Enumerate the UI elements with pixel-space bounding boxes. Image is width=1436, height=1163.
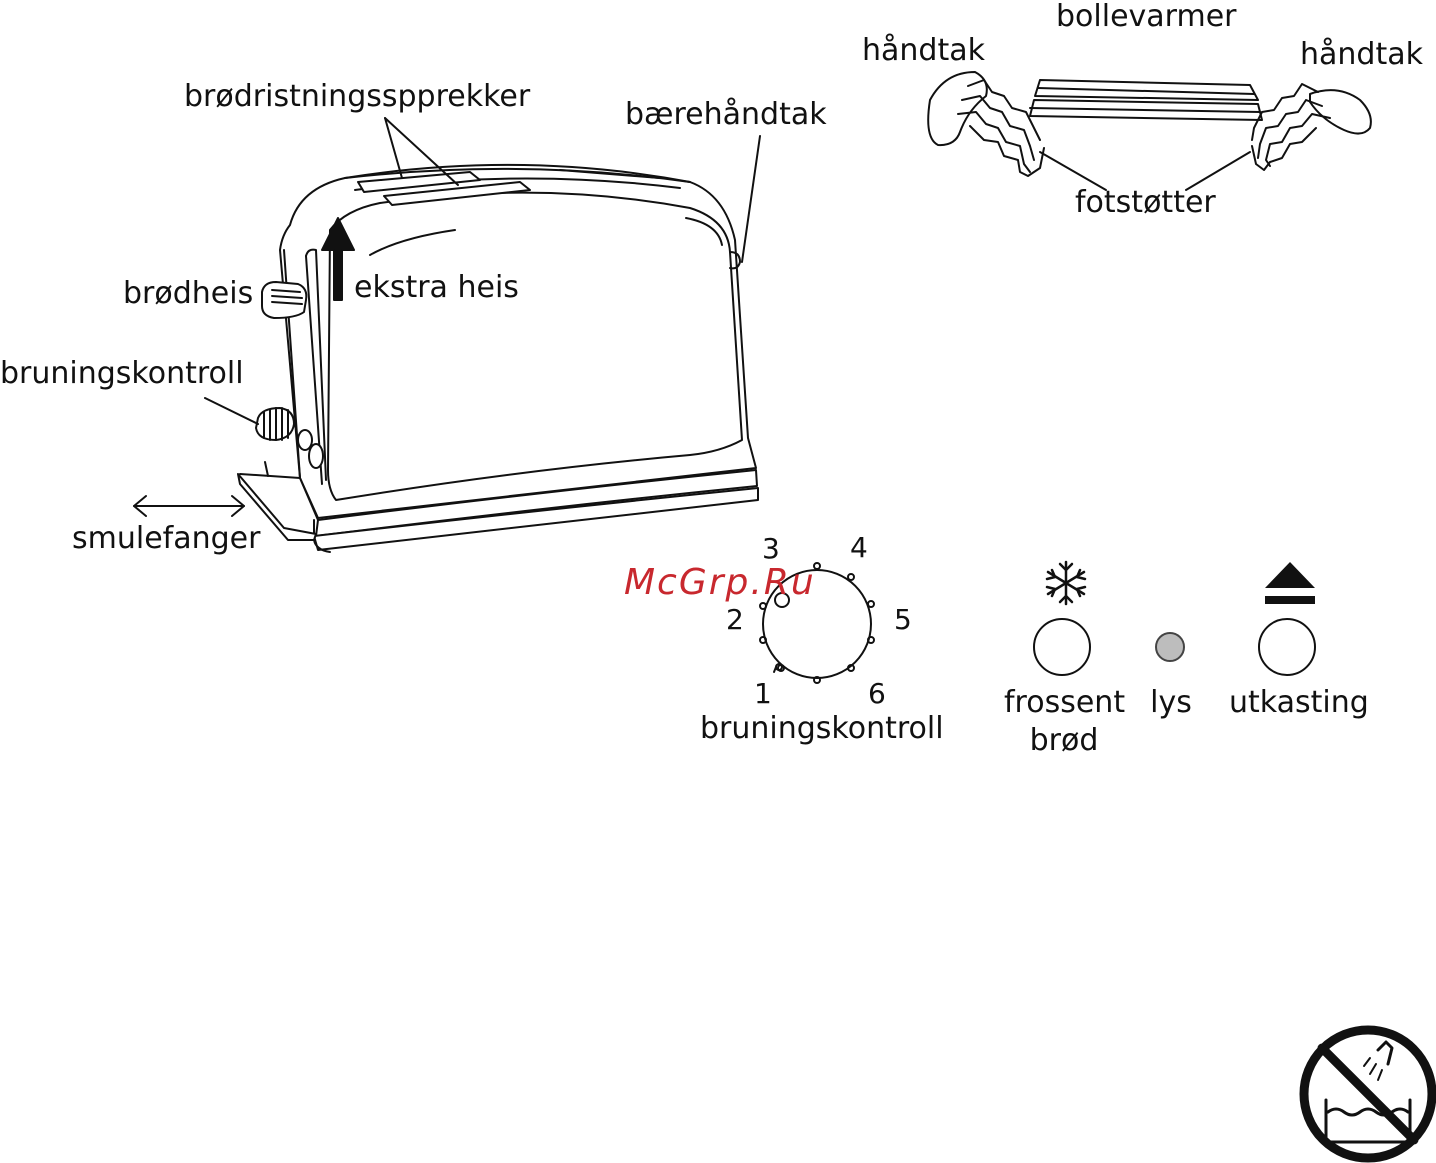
label-feet: fotstøtter bbox=[1075, 186, 1216, 220]
label-light: lys bbox=[1144, 686, 1198, 720]
watermark: McGrp.Ru bbox=[624, 562, 816, 603]
label-bread-lift: brødheis bbox=[123, 277, 253, 311]
no-water-immersion-icon bbox=[1304, 1030, 1432, 1158]
frozen-button-shape bbox=[1034, 619, 1090, 675]
light-indicator-shape bbox=[1156, 633, 1184, 661]
label-eject: utkasting bbox=[1229, 686, 1369, 720]
snowflake-icon bbox=[1047, 562, 1085, 604]
eject-icon bbox=[1265, 562, 1315, 604]
label-extra-lift: ekstra heis bbox=[354, 271, 519, 305]
label-handle-right: håndtak bbox=[1300, 38, 1423, 72]
label-crumb-tray: smulefanger bbox=[72, 522, 260, 556]
label-bun-warmer: bollevarmer bbox=[1056, 0, 1236, 34]
dial-number-2: 2 bbox=[726, 605, 744, 635]
label-frozen-line2: brød bbox=[1004, 724, 1124, 758]
label-dial-browning-control: bruningskontroll bbox=[700, 712, 944, 746]
bun-warmer-illustration bbox=[928, 72, 1371, 190]
dial-number-6: 6 bbox=[868, 679, 886, 709]
label-frozen-line1: frossent bbox=[1004, 686, 1124, 720]
label-carry-handle: bærehåndtak bbox=[625, 98, 827, 132]
toaster-illustration bbox=[134, 118, 760, 552]
dial-number-1: 1 bbox=[754, 679, 772, 709]
label-browning-control: bruningskontroll bbox=[0, 357, 244, 391]
dial-number-5: 5 bbox=[894, 605, 912, 635]
eject-button-shape bbox=[1259, 619, 1315, 675]
label-handle-left: håndtak bbox=[862, 34, 985, 68]
label-slots: brødristningsspprekker bbox=[184, 80, 530, 114]
dial-number-3: 3 bbox=[762, 534, 780, 564]
dial-number-4: 4 bbox=[850, 533, 868, 563]
